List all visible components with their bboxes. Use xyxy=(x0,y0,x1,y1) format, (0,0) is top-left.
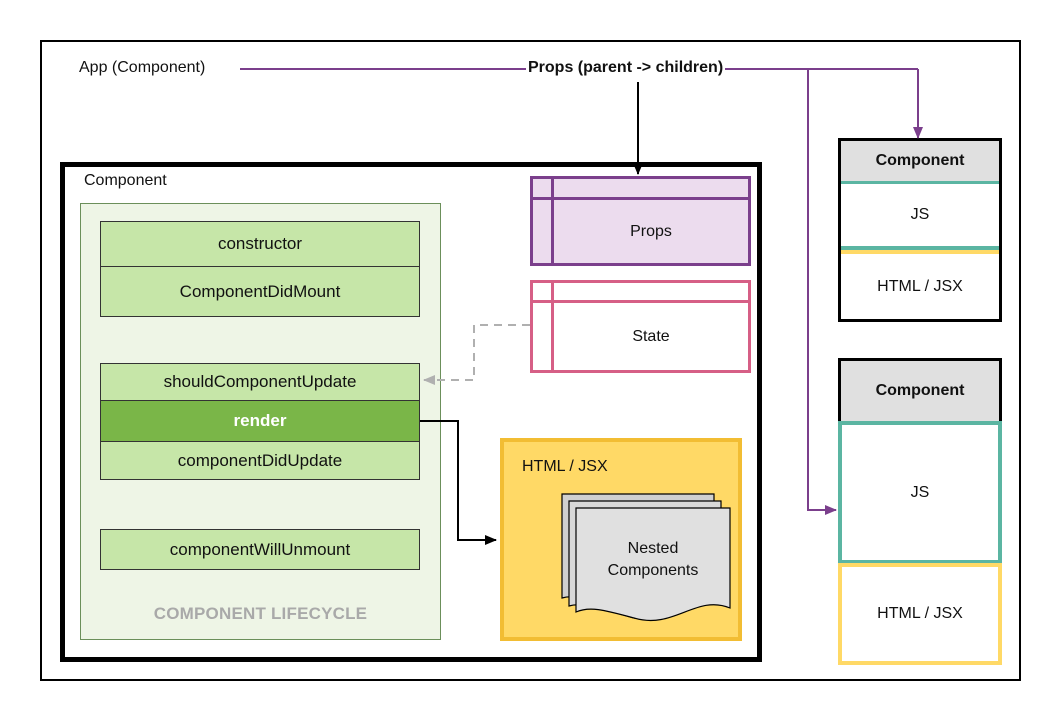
component-did-mount-method: ComponentDidMount xyxy=(179,281,341,301)
props-flow-label: Props (parent -> children) xyxy=(526,59,726,77)
component-did-update-method: componentDidUpdate xyxy=(177,451,343,470)
constructor-method: constructor xyxy=(101,222,419,267)
nested-components-label: Nested Components xyxy=(576,538,730,582)
should-component-update-method: shouldComponentUpdate xyxy=(101,364,419,401)
nested-label-line2: Components xyxy=(607,562,699,579)
nested-label-line1: Nested xyxy=(627,540,679,557)
state-label: State xyxy=(632,327,670,345)
app-frame xyxy=(40,40,1021,681)
nested-components-stack xyxy=(561,493,731,621)
child-component-2-html: HTML / JSX xyxy=(838,563,1002,665)
html-jsx-title: HTML / JSX xyxy=(522,458,608,475)
app-label: App (Component) xyxy=(79,59,206,76)
child-component-1: Component JS HTML / JSX xyxy=(838,138,1002,322)
child-component-2: Component JS HTML / JSX xyxy=(838,358,1002,665)
lifecycle-caption: COMPONENT LIFECYCLE xyxy=(153,604,368,623)
document-page-front xyxy=(575,507,731,621)
update-methods-group: shouldComponentUpdate render componentDi… xyxy=(100,363,420,480)
props-box: Props xyxy=(530,176,751,266)
child-component-1-js: JS xyxy=(910,206,930,223)
render-method: render xyxy=(101,401,419,442)
state-box: State xyxy=(530,280,751,373)
props-label: Props xyxy=(630,222,672,240)
mount-methods-group: constructor ComponentDidMount xyxy=(100,221,420,317)
child-component-1-html: HTML / JSX xyxy=(877,277,963,295)
child-component-2-title: Component xyxy=(841,361,999,421)
child-component-2-js: JS xyxy=(838,421,1002,563)
main-component-title: Component xyxy=(84,172,167,189)
child-component-1-title: Component xyxy=(841,141,999,181)
component-will-unmount-method: componentWillUnmount xyxy=(100,529,420,570)
